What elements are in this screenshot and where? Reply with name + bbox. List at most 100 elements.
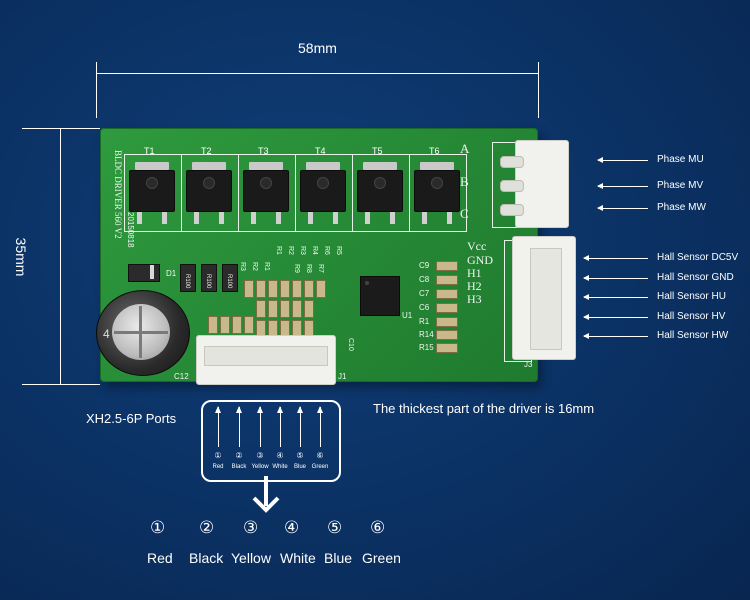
smd-resistor [304, 300, 314, 318]
up-arrow-icon [215, 406, 221, 447]
arrow-left-icon [583, 275, 648, 281]
resistor-designator: R4 [311, 246, 318, 255]
legend-color-yellow: Yellow [231, 550, 271, 566]
smd-resistor [280, 280, 290, 298]
passive-designator: R14 [419, 330, 434, 339]
mosfet-t4 [300, 162, 346, 224]
mosfet-label: T5 [372, 146, 383, 156]
port-number: ⑥ [316, 451, 324, 460]
height-dimension-line [60, 128, 61, 384]
board-model-text: BLDC DRIVER 560 V2 [113, 150, 123, 239]
mosfet-t3 [243, 162, 289, 224]
label-c10: C10 [347, 338, 354, 351]
mosfet-label: T3 [258, 146, 269, 156]
xh-6p-connector-slot [204, 346, 328, 366]
smd-resistor [292, 300, 302, 318]
resistor-designator: R6 [323, 246, 330, 255]
smd-resistor [208, 316, 218, 334]
height-dimension-label: 35mm [13, 237, 29, 277]
port-color: Yellow [251, 464, 269, 470]
arrow-left-icon [583, 255, 648, 261]
smd-resistor [268, 300, 278, 318]
resistor-designator: R1 [275, 246, 282, 255]
legend-number: ⑤ [327, 518, 343, 538]
wire-label-hall-hv: Hall Sensor HV [657, 311, 726, 322]
smd-resistor [436, 343, 458, 353]
wire-label-hall-hu: Hall Sensor HU [657, 291, 726, 302]
port-number: ③ [256, 451, 264, 460]
diode-d1 [128, 264, 160, 282]
label-j3: J3 [524, 360, 533, 369]
legend-color-white: White [280, 550, 316, 566]
resistor-marking: R100 [184, 274, 190, 289]
port-color: White [272, 464, 288, 470]
smd-capacitor [436, 261, 458, 271]
port-number: ② [235, 451, 243, 460]
port-number: ④ [276, 451, 284, 460]
hall-pin-label: Vcc [467, 239, 487, 253]
thickness-note: The thickest part of the driver is 16mm [373, 401, 595, 416]
wire-label-phase-mw: Phase MW [657, 202, 706, 213]
resistor-designator: R2 [251, 262, 258, 271]
resistor-designator: R7 [317, 264, 324, 273]
label-u1: U1 [402, 311, 413, 320]
passive-designator: C6 [419, 303, 430, 312]
legend-color-red: Red [147, 550, 173, 566]
arrow-left-icon [583, 314, 648, 320]
up-arrow-icon [297, 406, 303, 447]
resistor-designator: R1 [263, 262, 270, 271]
phase-letter-a: A [460, 141, 470, 156]
phase-letter-b: B [460, 174, 469, 189]
smd-resistor [256, 280, 266, 298]
legend-number: ⑥ [370, 518, 386, 538]
resistor-designator: R3 [239, 262, 246, 271]
smd-resistor [280, 300, 290, 318]
legend-number: ② [199, 518, 215, 538]
resistor-designator: R3 [299, 246, 306, 255]
smd-resistor [232, 316, 242, 334]
arrow-left-icon [597, 157, 648, 163]
diode-band [150, 265, 154, 279]
passive-designator: R1 [419, 317, 430, 326]
height-dimension-tick-top [22, 128, 100, 129]
shunt-resistor [222, 264, 238, 292]
smd-resistor [244, 316, 254, 334]
phase-letter-c: C [460, 206, 469, 221]
legend-color-green: Green [362, 550, 401, 566]
width-dimension-line [96, 73, 539, 74]
arrow-left-icon [583, 294, 648, 300]
resistor-designator: R5 [335, 246, 342, 255]
capacitor-vent [114, 331, 168, 334]
shunt-resistor [180, 264, 196, 292]
label-d1: D1 [166, 269, 177, 278]
width-dimension-tick-left [96, 62, 97, 118]
legend-color-black: Black [189, 550, 224, 566]
resistor-designator: R2 [287, 246, 294, 255]
width-dimension-label: 58mm [298, 40, 337, 56]
smd-resistor [292, 280, 302, 298]
up-arrow-icon [317, 406, 323, 447]
smd-resistor [268, 280, 278, 298]
phase-connector-pin [500, 204, 524, 216]
hall-connector-window [530, 248, 562, 350]
mosfet-label: T2 [201, 146, 212, 156]
passive-designator: C9 [419, 261, 430, 270]
legend-number: ③ [243, 518, 259, 538]
label-j1: J1 [338, 372, 347, 381]
wire-label-hall-hw: Hall Sensor HW [657, 330, 729, 341]
resistor-designator: R8 [305, 264, 312, 273]
smd-resistor [256, 300, 266, 318]
port-color: Blue [293, 464, 306, 470]
port-number: ⑤ [296, 451, 304, 460]
wire-label-phase-mv: Phase MV [657, 180, 704, 191]
passive-designator: C7 [419, 289, 430, 298]
mosfet-label: T4 [315, 146, 326, 156]
mosfet-outline [409, 154, 467, 232]
resistor-designator: R9 [293, 264, 300, 273]
label-c12: C12 [174, 372, 189, 381]
mosfet-t5 [357, 162, 403, 224]
port-color: Green [311, 464, 329, 470]
phase-connector-pin [500, 156, 524, 168]
down-arrow-icon [252, 476, 280, 513]
passive-designator: C8 [419, 275, 430, 284]
